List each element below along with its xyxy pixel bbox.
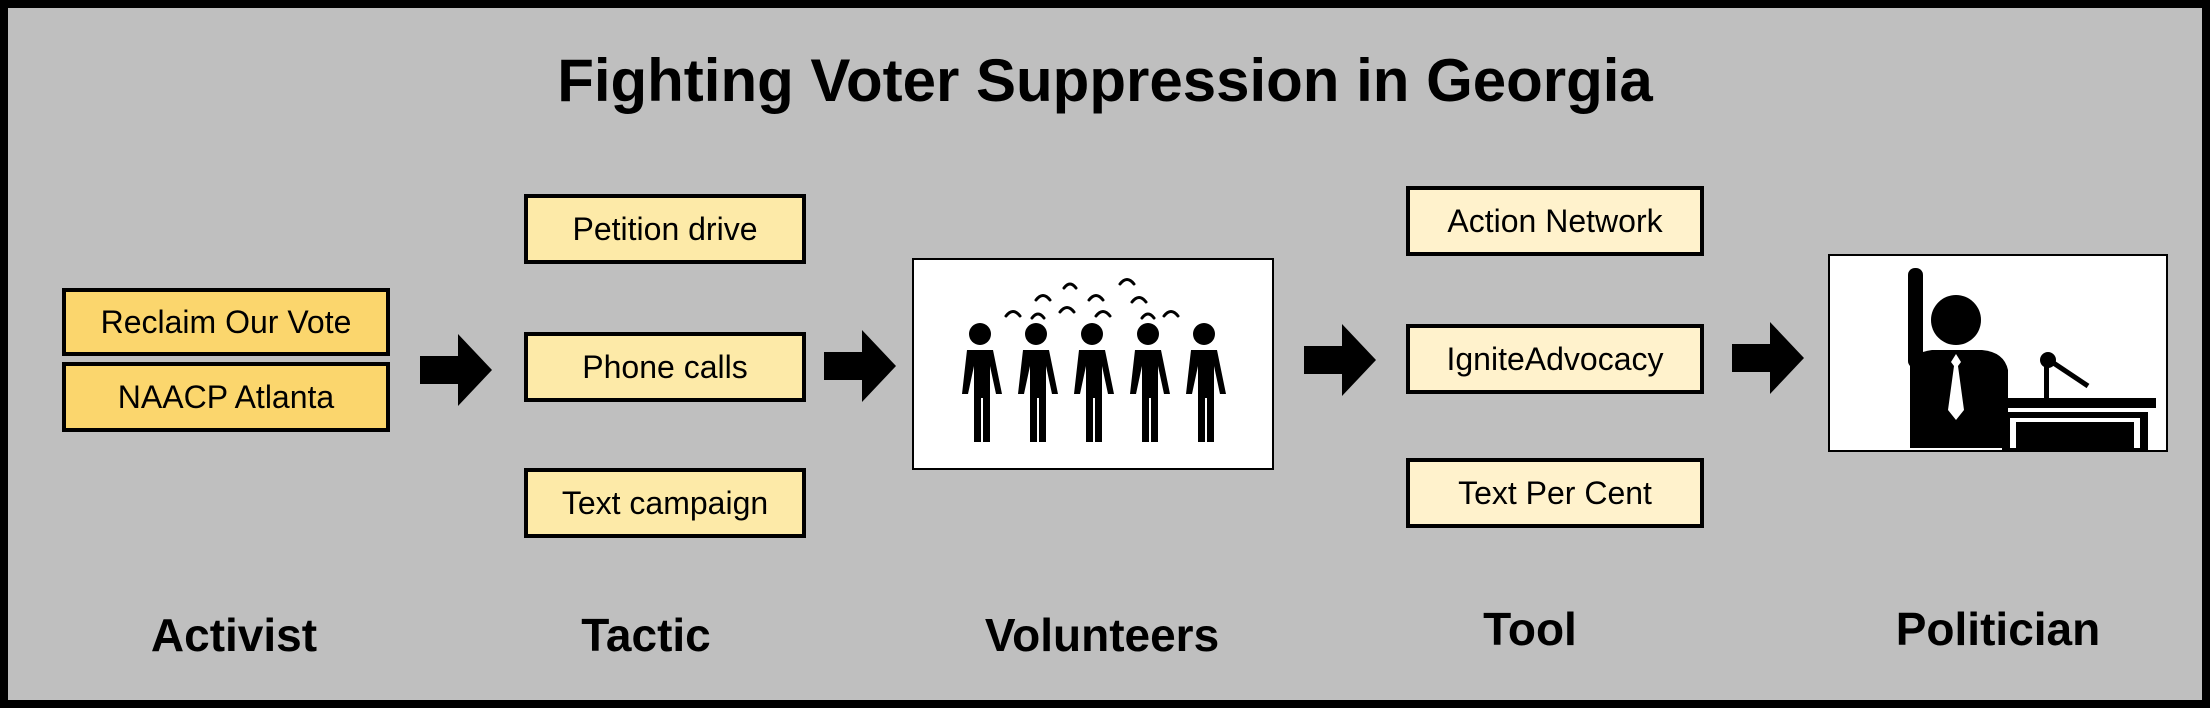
arrow-right-icon [824, 330, 896, 402]
tactic-box-1: Petition drive [524, 194, 806, 264]
volunteers-image [912, 258, 1274, 470]
crowd-icon [962, 278, 1226, 442]
tool-box-3: Text Per Cent [1406, 458, 1704, 528]
tactic-box-2: Phone calls [524, 332, 806, 402]
arrow-right-icon [420, 334, 492, 406]
arrow-right-icon [1732, 322, 1804, 394]
speaker-at-podium-icon [1908, 268, 2156, 450]
activist-box-1: Reclaim Our Vote [62, 288, 390, 356]
label-politician: Politician [1895, 603, 2101, 655]
activist-box-2: NAACP Atlanta [62, 362, 390, 432]
diagram-title: Fighting Voter Suppression in Georgia [557, 47, 1653, 114]
tool-box-2: IgniteAdvocacy [1406, 324, 1704, 394]
politician-image [1828, 254, 2168, 452]
label-volunteers: Volunteers [984, 609, 1220, 661]
label-tool: Tool [1483, 603, 1577, 655]
arrow-right-icon [1304, 324, 1376, 396]
tool-box-1: Action Network [1406, 186, 1704, 256]
label-tactic: Tactic [581, 609, 711, 661]
label-activist: Activist [150, 609, 318, 661]
tactic-box-3: Text campaign [524, 468, 806, 538]
